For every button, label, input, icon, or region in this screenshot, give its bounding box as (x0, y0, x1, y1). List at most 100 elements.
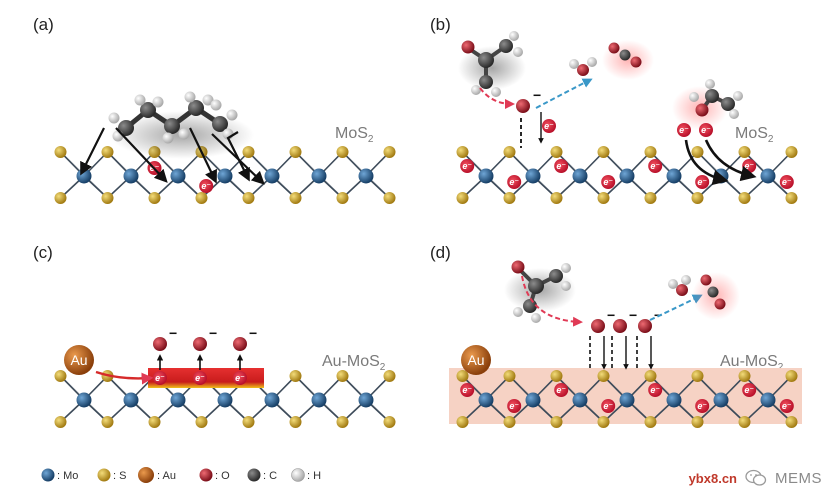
panel-a: (a) MoS2 e⁻e⁻ (33, 15, 396, 204)
reaction-arrow-d (521, 275, 583, 327)
legend-label: : C (263, 470, 277, 482)
mo-atom (358, 392, 374, 408)
s-atom (289, 146, 302, 158)
electron-lat-d-2: e⁻ (554, 383, 569, 397)
mo-atom (525, 168, 541, 184)
s-atom (550, 146, 563, 158)
s-atom (336, 370, 349, 382)
charge-transfer-arrows-a (80, 127, 265, 185)
legend-label: : O (215, 470, 230, 482)
s-atom (503, 146, 516, 158)
s-atom (738, 192, 751, 204)
mo-atom (76, 168, 92, 184)
legend-swatch (41, 468, 55, 482)
acetone-molecule-b (458, 31, 526, 97)
legend-swatch (138, 467, 154, 483)
panel-label-b: (b) (430, 15, 451, 34)
mo-atom (123, 392, 139, 408)
s-atom (503, 416, 516, 428)
s-atom (644, 416, 657, 428)
ethanol-molecule-b: e⁻ e⁻ (672, 79, 743, 137)
s-atom (456, 192, 469, 204)
s-atom (503, 370, 516, 382)
s-atom (456, 416, 469, 428)
electron-label: e⁻ (556, 161, 566, 171)
s-atom (785, 416, 798, 428)
s-atom (289, 416, 302, 428)
s-atom (195, 192, 208, 204)
s-atom (738, 146, 751, 158)
panel-label-d: (d) (430, 243, 451, 262)
s-atom (597, 192, 610, 204)
legend-label: : S (113, 470, 126, 482)
s-atom (785, 192, 798, 204)
legend-item: : O (199, 468, 230, 482)
electron-label: e⁻ (603, 401, 613, 411)
material-label-b: MoS2 (735, 125, 774, 145)
mo-atom (666, 392, 682, 408)
mo-atom (123, 168, 139, 184)
electron-lat-b-6: e⁻ (742, 159, 757, 173)
electron-lat-b-3: e⁻ (601, 175, 616, 189)
electron-label: e⁻ (744, 161, 754, 171)
panel-b: (b) MoS2 e⁻e⁻e⁻e⁻e⁻e⁻e⁻e⁻ − e⁻ (430, 15, 798, 204)
electron-label: e⁻ (195, 373, 205, 383)
oxygen-ion: − (611, 307, 637, 370)
adsorbed-oxygen-ions-c: −−− (153, 325, 257, 370)
s-atom (691, 370, 704, 382)
mo-atom (217, 168, 233, 184)
adsorbed-oxygen-ions-d: −−− (589, 307, 662, 370)
legend-item: : Au (138, 467, 176, 483)
s-atom (148, 416, 161, 428)
electron-label: e⁻ (782, 401, 792, 411)
electron-c-layer-2: e⁻ (233, 371, 247, 385)
minus-sign: − (629, 307, 637, 323)
mo-atom (525, 392, 541, 408)
oxygen-ion: − (193, 325, 217, 370)
watermark-name: MEMS (775, 469, 822, 487)
legend-swatch (199, 468, 213, 482)
s-atom (644, 370, 657, 382)
electron-lat-b-2: e⁻ (554, 159, 569, 173)
s-atom (550, 416, 563, 428)
mo-atom (760, 168, 776, 184)
mo-atom (478, 168, 494, 184)
electron-lat-b-4: e⁻ (648, 159, 663, 173)
mo-atom (666, 168, 682, 184)
mo-atom (760, 392, 776, 408)
mo-atom (713, 168, 729, 184)
adsorbed-oxygen-ion-b: − e⁻ (516, 87, 556, 148)
s-atom (54, 192, 67, 204)
watermark-site: ybx8.cn (688, 470, 737, 486)
s-atom (242, 416, 255, 428)
atom-legend: : Mo: S: Au: O: C: H (41, 467, 321, 483)
electron-lat-d-5: e⁻ (695, 399, 710, 413)
s-atom (195, 416, 208, 428)
legend-label: : Au (157, 470, 176, 482)
minus-sign-b: − (533, 87, 541, 103)
oxygen-ion: − (153, 325, 177, 370)
mo-atom (619, 168, 635, 184)
s-atom (289, 192, 302, 204)
electron-label: e⁻ (556, 385, 566, 395)
s-atom (383, 146, 396, 158)
s-atom (456, 370, 469, 382)
charge-transfer-arrows-b (684, 139, 757, 186)
s-atom (242, 192, 255, 204)
s-atom (336, 192, 349, 204)
mo-atom (311, 392, 327, 408)
electron-spillover-arrow-c (95, 370, 154, 385)
s-atom (785, 146, 798, 158)
legend-label: : H (307, 470, 321, 482)
water-molecule-b (569, 57, 597, 76)
s-atom (336, 416, 349, 428)
reaction-arrow-b (479, 87, 515, 109)
oxygen-ion: − (636, 307, 662, 370)
electron-label: e⁻ (782, 177, 792, 187)
electron-lat-d-3: e⁻ (601, 399, 616, 413)
electron-b-ethanol-2: e⁻ (701, 125, 711, 135)
s-atom (101, 416, 114, 428)
legend-item: : H (291, 468, 321, 482)
s-atom (336, 146, 349, 158)
